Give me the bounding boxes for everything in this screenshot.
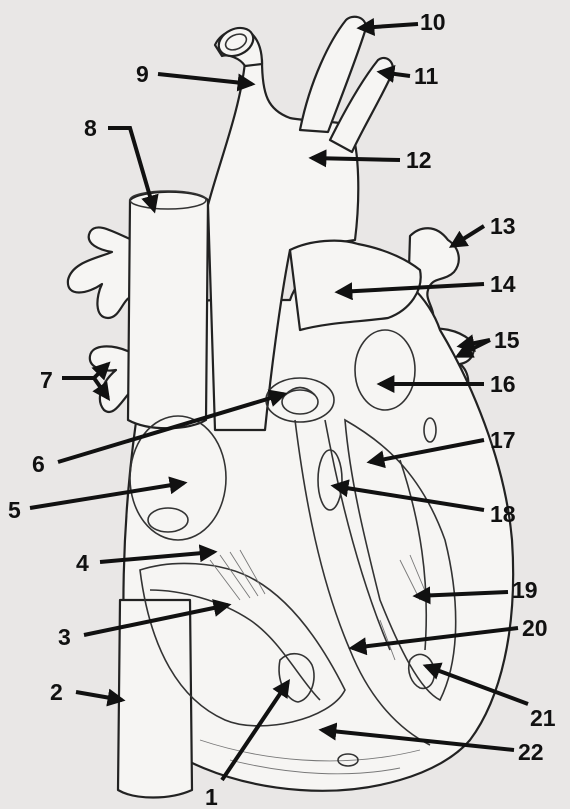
label-20: 20 — [522, 615, 548, 641]
label-11: 11 — [414, 63, 439, 89]
heart-drawing — [68, 17, 513, 798]
arrow-13 — [452, 226, 484, 246]
inferior-vena-cava — [118, 600, 192, 798]
label-8: 8 — [84, 115, 97, 141]
label-17: 17 — [490, 427, 516, 453]
label-9: 9 — [136, 61, 149, 87]
label-4: 4 — [76, 550, 89, 576]
label-10: 10 — [420, 9, 446, 35]
arrow-12 — [312, 158, 400, 160]
arrow-9 — [158, 74, 252, 84]
label-1: 1 — [205, 784, 218, 809]
superior-vena-cava — [128, 192, 208, 429]
label-16: 16 — [490, 371, 516, 397]
label-7: 7 — [40, 367, 53, 393]
label-5: 5 — [8, 497, 21, 523]
arrow-2 — [76, 692, 122, 700]
label-21: 21 — [530, 705, 556, 731]
label-2: 2 — [50, 679, 63, 705]
label-6: 6 — [32, 451, 45, 477]
label-19: 19 — [512, 577, 538, 603]
label-14: 14 — [490, 271, 516, 297]
label-3: 3 — [58, 624, 71, 650]
label-12: 12 — [406, 147, 432, 173]
label-15: 15 — [494, 327, 520, 353]
label-18: 18 — [490, 501, 516, 527]
pulmonary-vein-upper-left — [68, 227, 132, 318]
label-22: 22 — [518, 739, 544, 765]
label-13: 13 — [490, 213, 516, 239]
arrow-10 — [360, 24, 418, 28]
